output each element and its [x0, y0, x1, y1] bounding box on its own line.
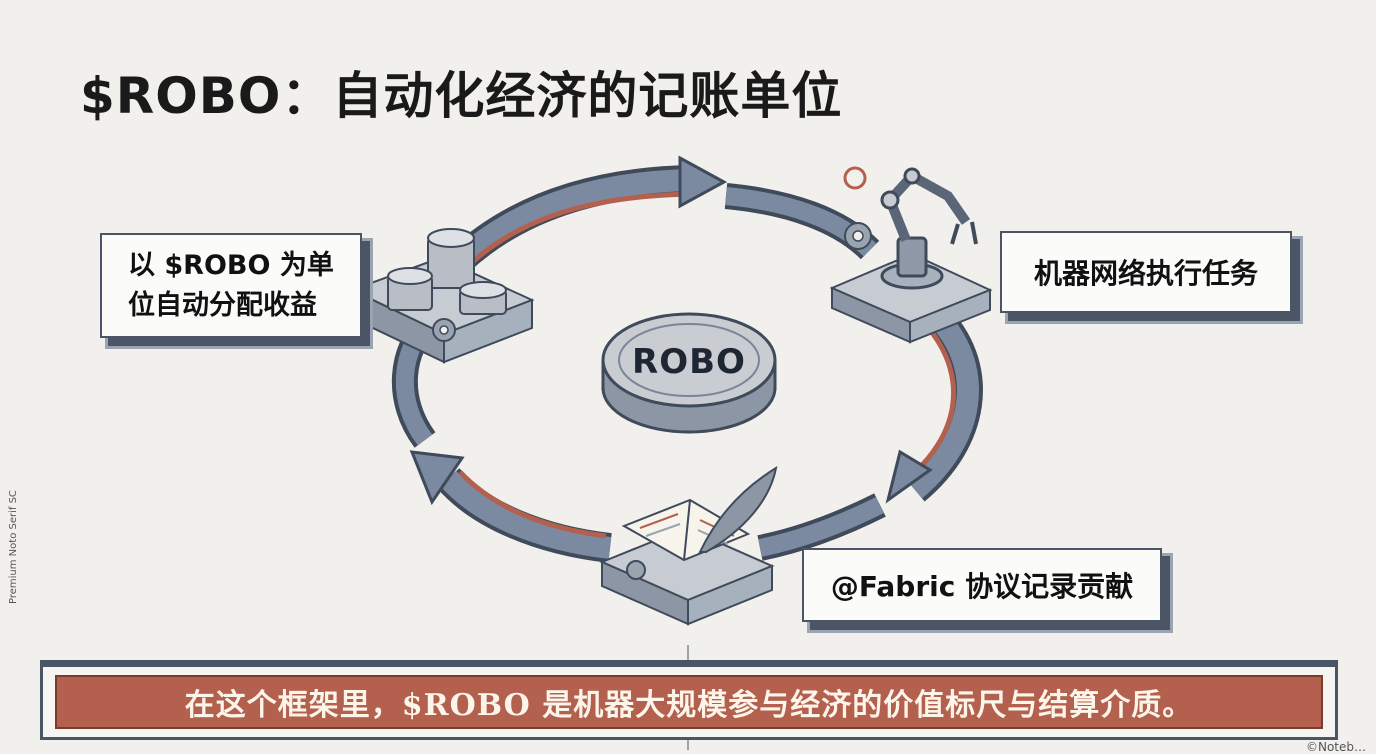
cycle-arrows	[392, 155, 983, 563]
arrowhead-right	[885, 449, 933, 504]
footer-inner: 在这个框架里，$ROBO 是机器大规模参与经济的价值标尺与结算介质。	[55, 675, 1323, 729]
coin-stack-icon	[387, 228, 507, 315]
robot-arm-icon	[880, 167, 978, 290]
distribute-revenue-label-box: 以 $ROBO 为单 位自动分配收益	[100, 233, 362, 338]
fabric-protocol-label: @Fabric 协议记录贡献	[830, 570, 1134, 603]
robot-network-label-box: 机器网络执行任务	[1000, 231, 1292, 313]
ledger-platform	[599, 465, 778, 626]
footer-text: 在这个框架里，$ROBO 是机器大规模参与经济的价值标尺与结算介质。	[184, 688, 1194, 723]
gear-icon	[626, 560, 646, 580]
arrowhead-top	[678, 155, 728, 209]
page-title: $ROBO：自动化经济的记账单位	[80, 67, 843, 125]
margin-note: Premium Noto Serif SC	[8, 490, 19, 604]
corner-note: ©Noteb…	[1305, 740, 1366, 754]
robot-network-label: 机器网络执行任务	[1033, 257, 1258, 290]
arrowhead-bottom-left	[409, 450, 465, 506]
distribute-revenue-label: 以 $ROBO 为单 位自动分配收益	[128, 249, 334, 321]
coin-label: ROBO	[632, 342, 746, 382]
fabric-protocol-label-box: @Fabric 协议记录贡献	[802, 548, 1162, 622]
gear-icon	[844, 222, 872, 250]
quill-icon	[698, 465, 778, 553]
coin-stack-platform	[349, 228, 535, 364]
gear-icon	[432, 318, 456, 342]
robo-coin	[601, 312, 777, 434]
gear-icon	[843, 166, 867, 190]
robot-arm-platform	[829, 166, 993, 344]
footer-banner: 在这个框架里，$ROBO 是机器大规模参与经济的价值标尺与结算介质。	[40, 660, 1338, 740]
